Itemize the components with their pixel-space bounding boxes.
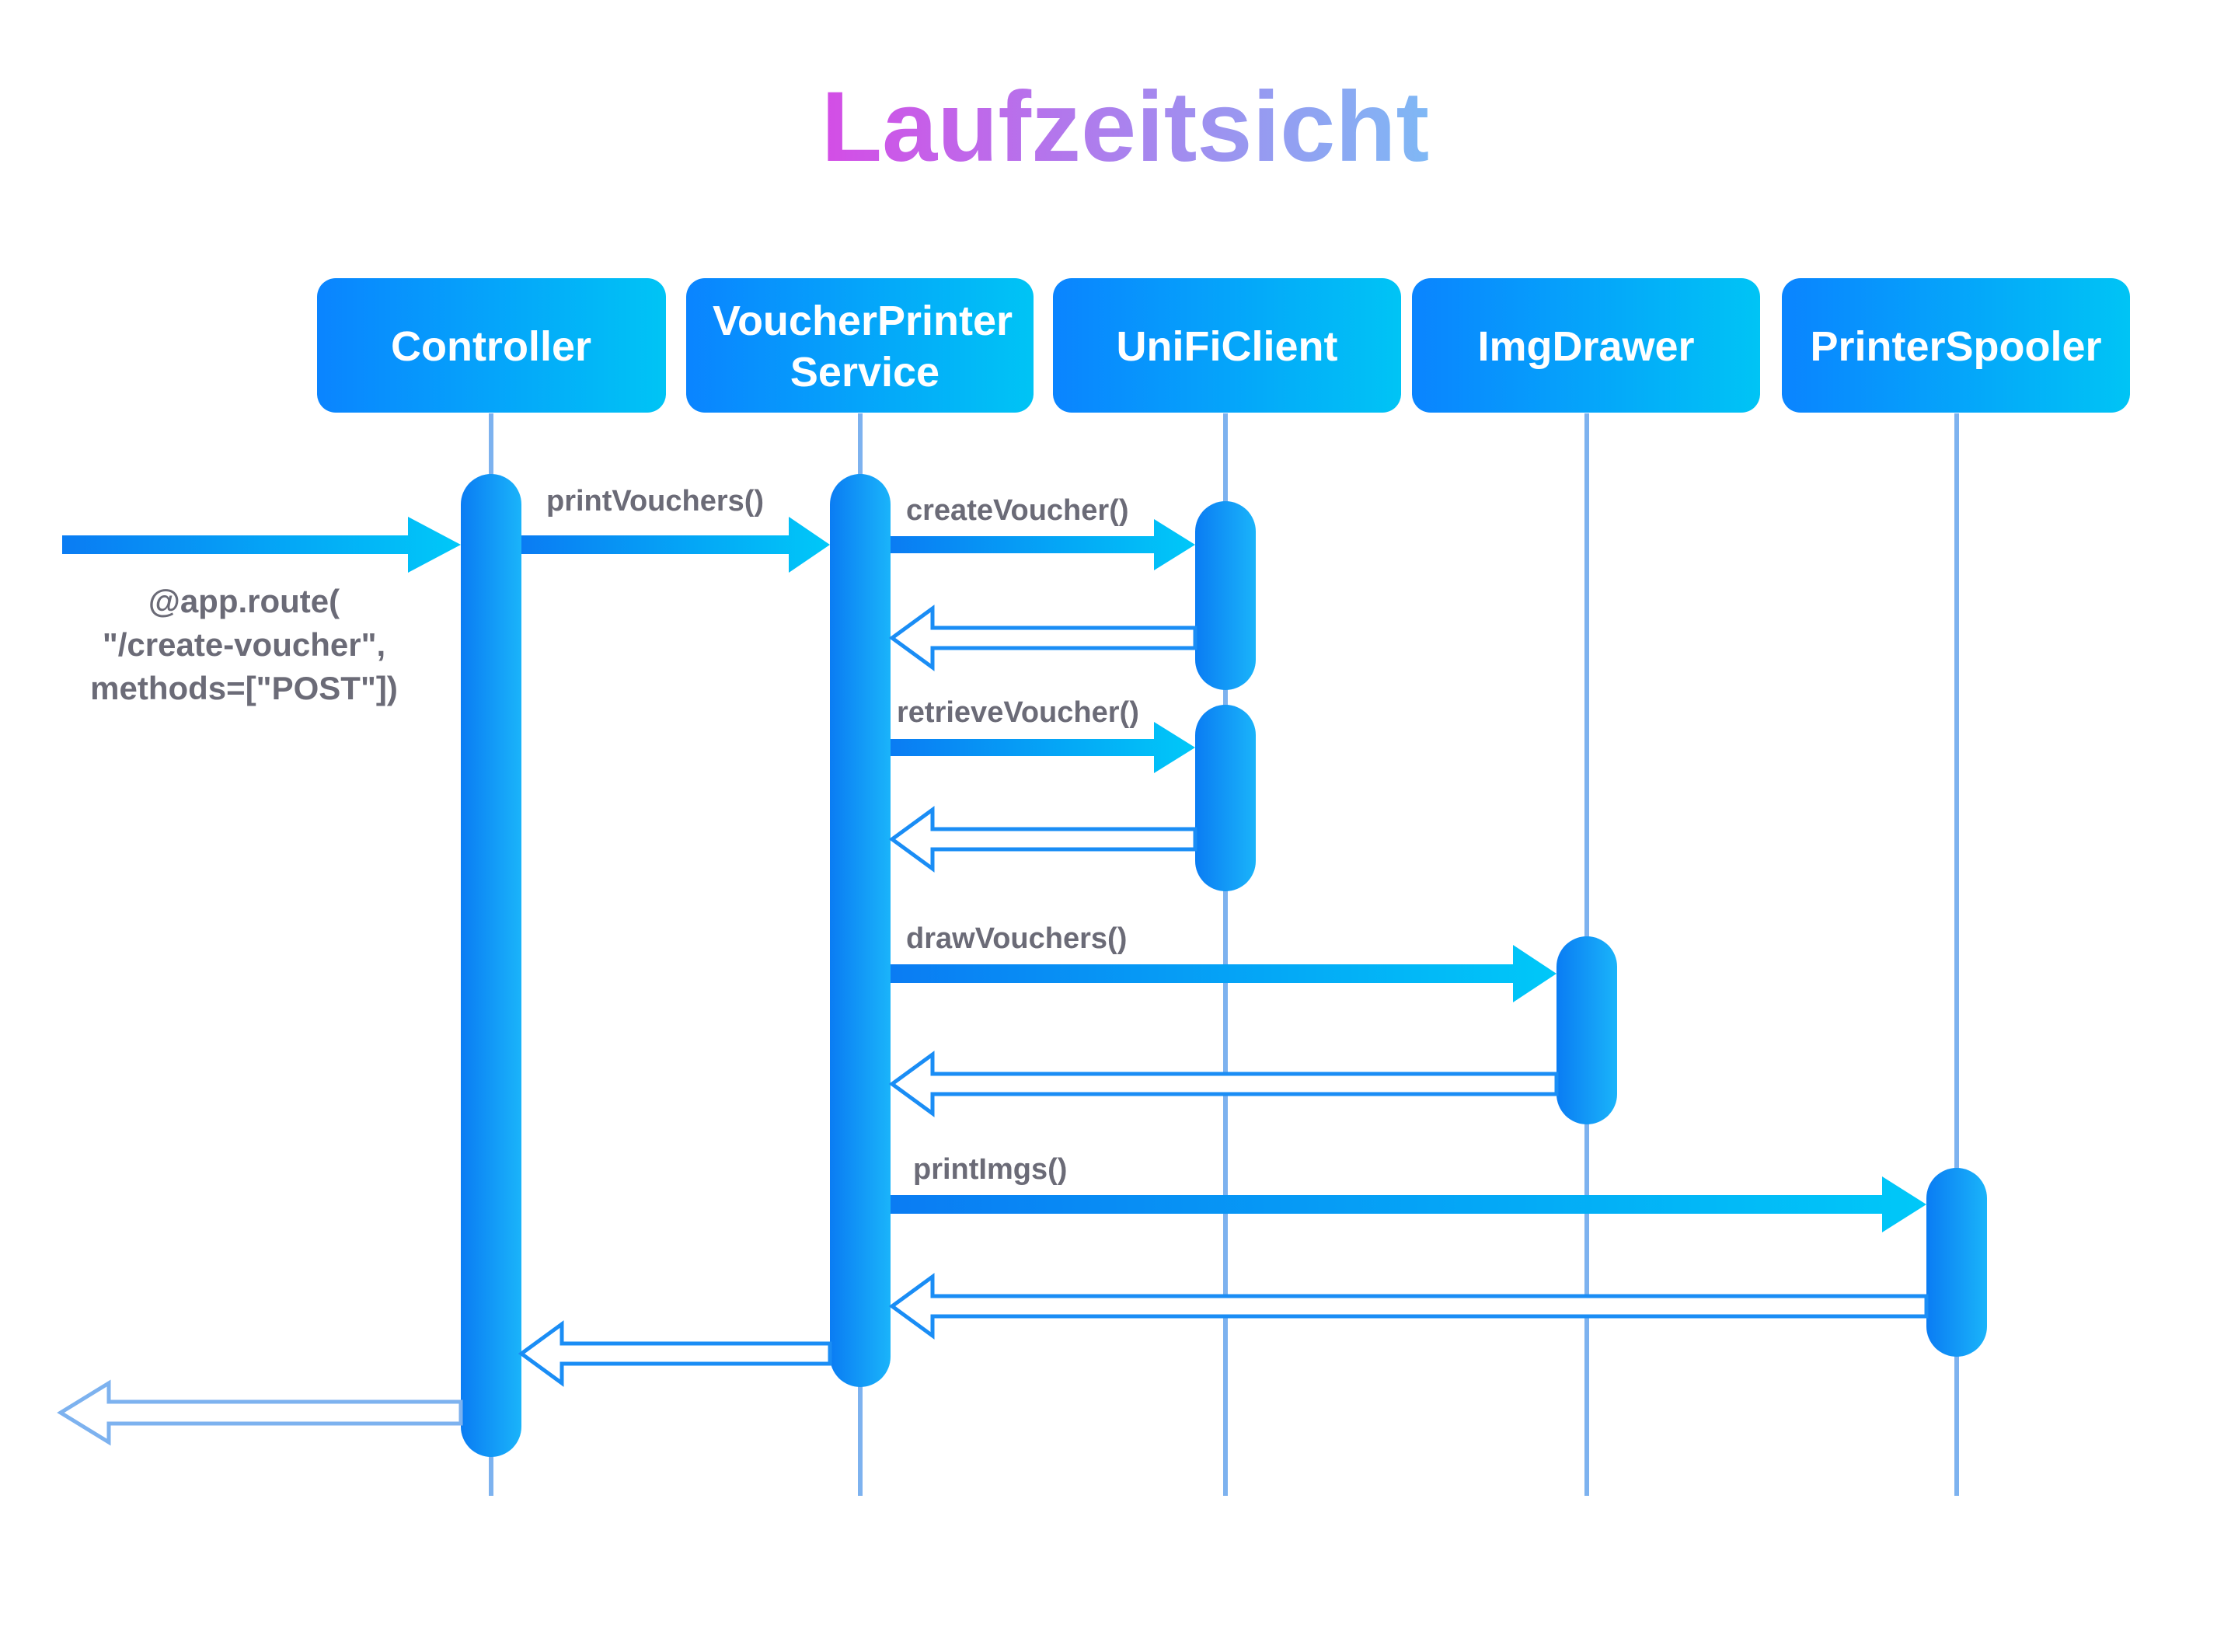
participant-controller: Controller — [317, 278, 666, 413]
message-labels: printVouchers() createVoucher() retrieve… — [546, 485, 1139, 1186]
activation-unifi-create — [1195, 501, 1256, 690]
activation-controller — [461, 474, 521, 1457]
entry-arrow — [62, 517, 461, 573]
participant-box — [686, 278, 1034, 413]
activation-bars — [461, 474, 1987, 1457]
participant-box — [317, 278, 666, 413]
return-arrow-printImgs — [888, 1273, 1929, 1340]
return-arrow-entry — [57, 1379, 463, 1446]
diagram-title: Laufzeitsicht — [821, 71, 1429, 183]
activation-service — [830, 474, 891, 1387]
activation-spooler — [1926, 1168, 1987, 1357]
participant-box — [1412, 278, 1760, 413]
activation-unifi-retrieve — [1195, 705, 1256, 891]
participant-spooler: PrinterSpooler — [1782, 278, 2130, 413]
participant-service: VoucherPrinter Service — [686, 278, 1034, 413]
participant-label: ImgDrawer — [1477, 323, 1694, 370]
route-label-line3: methods=["POST"]) — [90, 670, 398, 706]
route-label-line2: "/create-voucher", — [103, 626, 385, 663]
route-label-line1: @app.route( — [148, 583, 340, 619]
call-arrow-retrieveVoucher — [891, 722, 1195, 773]
participant-unifi: UniFiClient — [1053, 278, 1401, 413]
call-arrow-drawVouchers — [891, 945, 1556, 1002]
activation-imgdrawer — [1556, 936, 1617, 1124]
call-arrow-printImgs — [891, 1176, 1926, 1232]
return-arrow-drawVouchers — [888, 1051, 1559, 1117]
return-arrow-printVouchers — [518, 1320, 832, 1387]
message-label-drawVouchers: drawVouchers() — [906, 922, 1127, 955]
call-arrow-printVouchers — [521, 517, 830, 573]
participant-imgdrawer: ImgDrawer — [1412, 278, 1760, 413]
participant-label: UniFiClient — [1117, 323, 1338, 370]
message-label-retrieveVoucher: retrieveVoucher() — [897, 696, 1139, 729]
return-arrow-createVoucher — [888, 605, 1197, 671]
participant-label: PrinterSpooler — [1810, 323, 2101, 370]
call-arrow-createVoucher — [891, 519, 1195, 570]
message-label-printVouchers: printVouchers() — [546, 485, 764, 518]
call-arrows — [62, 517, 1926, 1232]
participant-label-line1: VoucherPrinter — [713, 298, 1013, 344]
participant-label: Controller — [391, 323, 591, 370]
return-arrows — [518, 605, 1929, 1387]
message-label-createVoucher: createVoucher() — [906, 494, 1129, 527]
participant-box — [1053, 278, 1401, 413]
message-label-printImgs: printImgs() — [913, 1153, 1067, 1186]
return-arrow-retrieveVoucher — [888, 806, 1197, 873]
participant-box — [1782, 278, 2130, 413]
participant-label-line2: Service — [790, 349, 939, 396]
entry-route-label: @app.route( "/create-voucher", methods=[… — [90, 583, 398, 706]
